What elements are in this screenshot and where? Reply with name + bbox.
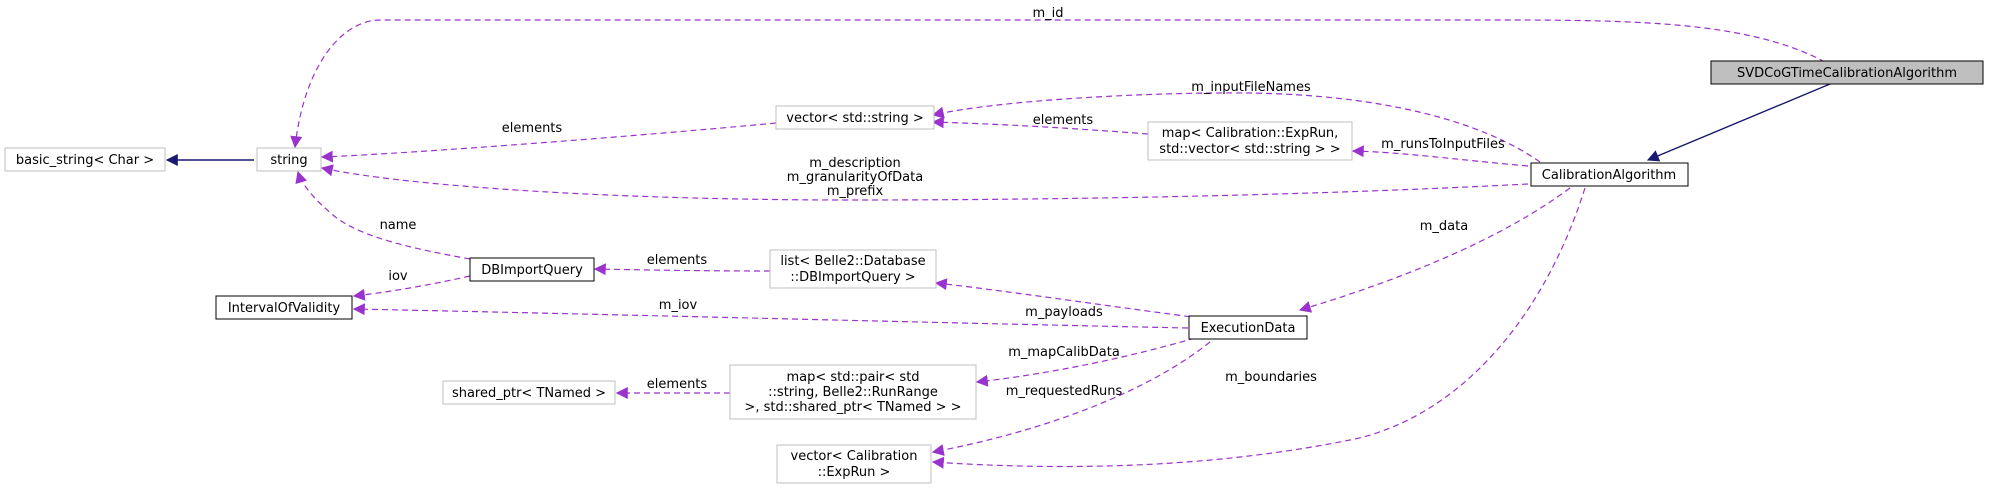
node-vector-string-label: vector< std::string > — [786, 111, 923, 126]
node-db-import-query-label: DBImportQuery — [481, 263, 583, 278]
node-vector-exprun-label-0: vector< Calibration — [791, 449, 918, 464]
node-map-exprun-label-0: map< Calibration::ExpRun, — [1162, 126, 1339, 141]
node-calibration-algorithm-label: CalibrationAlgorithm — [1542, 168, 1676, 183]
label-m-description-1: m_granularityOfData — [787, 170, 923, 185]
label-map-shared-elements: elements — [647, 377, 708, 392]
label-m-map-calib-data: m_mapCalibData — [1008, 345, 1120, 360]
label-m-iov: m_iov — [659, 298, 698, 313]
node-execution-data[interactable]: ExecutionData — [1188, 315, 1308, 340]
label-m-input-file-names: m_inputFileNames — [1191, 80, 1311, 95]
node-map-pair-label-0: map< std::pair< std — [786, 370, 919, 385]
label-m-data: m_data — [1420, 219, 1468, 234]
node-string-label: string — [270, 153, 307, 168]
label-m-runs-to-input-files: m_runsToInputFiles — [1381, 137, 1505, 152]
edge-list-db-elements — [593, 263, 771, 276]
node-map-pair-label-1: ::string, Belle2::RunRange — [768, 385, 938, 400]
edge-m-description — [320, 164, 1529, 201]
node-map-pair-label-2: >, std::shared_ptr< TNamed > > — [744, 400, 961, 415]
label-vec-string-elements: elements — [502, 121, 563, 136]
node-list-db-label-0: list< Belle2::Database — [780, 254, 925, 269]
node-interval-of-validity[interactable]: IntervalOfValidity — [215, 295, 353, 320]
edge-m-data — [1298, 187, 1571, 313]
edge-m-boundaries — [931, 187, 1586, 469]
node-list-db-import-query[interactable]: list< Belle2::Database ::DBImportQuery > — [769, 249, 937, 289]
node-execution-data-label: ExecutionData — [1201, 321, 1296, 336]
label-m-id: m_id — [1032, 6, 1063, 21]
edge-m-runs-to-input-files — [1351, 145, 1529, 167]
node-db-import-query[interactable]: DBImportQuery — [469, 257, 595, 282]
node-map-pair-shared[interactable]: map< std::pair< std ::string, Belle2::Ru… — [729, 364, 977, 420]
edge-m-iov — [352, 303, 1189, 329]
node-map-exprun-label-1: std::vector< std::string > > — [1159, 142, 1340, 157]
label-m-boundaries: m_boundaries — [1225, 370, 1317, 385]
node-vector-exprun-label-1: ::ExpRun > — [818, 465, 891, 480]
edge-m-input-file-names — [931, 92, 1541, 163]
label-m-description-2: m_prefix — [827, 184, 884, 199]
edge-map-vec-elements — [931, 116, 1149, 135]
node-vector-exprun[interactable]: vector< Calibration ::ExpRun > — [776, 444, 932, 484]
node-basic-string[interactable]: basic_string< Char > — [4, 147, 166, 172]
node-shared-ptr-tnamed-label: shared_ptr< TNamed > — [452, 386, 606, 401]
node-svdcog-label: SVDCoGTimeCalibrationAlgorithm — [1737, 66, 1957, 81]
node-interval-of-validity-label: IntervalOfValidity — [228, 301, 341, 316]
label-name: name — [380, 218, 417, 233]
edge-iov — [352, 275, 471, 301]
node-list-db-label-1: ::DBImportQuery > — [790, 270, 915, 285]
edge-m-id — [290, 19, 1826, 149]
label-m-description-0: m_description — [809, 156, 900, 171]
edge-name — [295, 170, 471, 260]
node-basic-string-label: basic_string< Char > — [16, 153, 154, 168]
label-m-requested-runs: m_requestedRuns — [1006, 384, 1123, 399]
edge-svdcog-to-calib — [1646, 83, 1831, 162]
edge-m-requested-runs — [931, 341, 1211, 456]
label-map-vec-elements: elements — [1033, 113, 1094, 128]
node-vector-string[interactable]: vector< std::string > — [775, 105, 935, 130]
label-m-payloads: m_payloads — [1025, 305, 1103, 320]
node-shared-ptr-tnamed[interactable]: shared_ptr< TNamed > — [442, 380, 616, 405]
label-list-db-elements: elements — [647, 253, 708, 268]
node-calibration-algorithm[interactable]: CalibrationAlgorithm — [1530, 162, 1689, 187]
node-svdcog-time-calibration-algorithm[interactable]: SVDCoGTimeCalibrationAlgorithm — [1710, 60, 1984, 85]
node-map-exprun-vector[interactable]: map< Calibration::ExpRun, std::vector< s… — [1147, 121, 1353, 161]
label-iov: iov — [388, 269, 408, 284]
node-string[interactable]: string — [256, 147, 322, 172]
